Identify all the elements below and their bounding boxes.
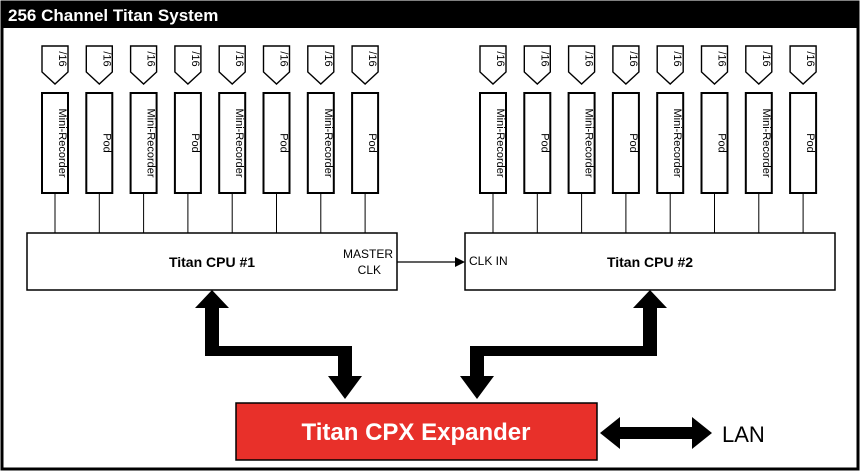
module-label-0-2: Mini-Recorder <box>145 108 157 177</box>
module-box-0-1 <box>85 92 114 194</box>
connector-1-0 <box>479 45 507 85</box>
module-box-1-5 <box>700 92 729 194</box>
connector-1-1 <box>523 45 551 85</box>
connector-0-6 <box>307 45 335 85</box>
connector-label-0-0: /16 <box>56 51 68 66</box>
module-label-0-3: Pod <box>189 133 201 153</box>
bus-arrow-cpu2 <box>460 290 667 399</box>
title-bar <box>2 2 858 28</box>
module-label-1-3: Pod <box>627 133 639 153</box>
module-label-1-6: Mini-Recorder <box>760 108 772 177</box>
connector-label-0-4: /16 <box>233 51 245 66</box>
titan-cpx-expander-box <box>235 402 598 461</box>
connector-label-1-2: /16 <box>583 51 595 66</box>
connector-0-7 <box>351 45 379 85</box>
module-box-1-2 <box>567 92 596 194</box>
connector-1-3 <box>612 45 640 85</box>
connector-label-0-5: /16 <box>278 51 290 66</box>
module-box-0-0 <box>41 92 69 194</box>
lan-label: LAN <box>722 422 765 447</box>
clk-in-label: CLK IN <box>469 254 508 268</box>
master-clk-label: MASTER <box>343 247 393 261</box>
module-box-0-4 <box>218 92 247 194</box>
connector-label-0-6: /16 <box>322 51 334 66</box>
connector-0-0 <box>41 45 69 85</box>
connector-0-1 <box>85 45 113 85</box>
module-label-1-5: Pod <box>716 133 728 153</box>
connector-label-1-6: /16 <box>760 51 772 66</box>
module-box-1-7 <box>789 92 818 194</box>
module-box-0-6 <box>306 92 335 194</box>
connector-1-2 <box>567 45 596 85</box>
module-label-0-5: Pod <box>278 133 290 153</box>
cpu-box-2 <box>464 232 836 291</box>
connector-label-1-1: /16 <box>538 51 550 66</box>
connector-0-2 <box>129 45 158 85</box>
connector-1-4 <box>656 45 684 85</box>
module-label-1-2: Mini-Recorder <box>583 108 595 177</box>
module-box-1-6 <box>744 92 773 194</box>
module-label-0-7: Pod <box>366 133 378 153</box>
cpu-label-2: Titan CPU #2 <box>607 254 693 270</box>
connector-label-0-1: /16 <box>100 51 112 66</box>
clock-arrowhead <box>455 257 465 267</box>
connector-label-1-4: /16 <box>671 51 683 66</box>
connector-label-1-0: /16 <box>494 51 506 66</box>
connector-0-5 <box>262 45 291 85</box>
module-label-1-1: Pod <box>538 133 550 153</box>
diagram-title: 256 Channel Titan System <box>8 6 218 25</box>
connector-label-0-3: /16 <box>189 51 201 66</box>
module-label-0-1: Pod <box>100 133 112 153</box>
bus-arrow-cpu1 <box>195 290 362 399</box>
cpu-label-1: Titan CPU #1 <box>169 254 255 270</box>
module-box-1-4 <box>656 92 685 194</box>
module-box-1-1 <box>523 92 552 194</box>
module-box-0-5 <box>262 92 291 194</box>
connector-1-5 <box>700 45 729 85</box>
module-label-1-0: Mini-Recorder <box>494 108 506 177</box>
module-label-0-6: Mini-Recorder <box>322 108 334 177</box>
connector-label-0-2: /16 <box>145 51 157 66</box>
connector-0-4 <box>218 45 246 85</box>
lan-double-arrow <box>600 417 712 449</box>
master-clk-label-2: CLK <box>358 263 381 277</box>
connector-1-7 <box>789 45 817 85</box>
connector-label-0-7: /16 <box>366 51 378 66</box>
module-label-0-0: Mini-Recorder <box>56 108 68 177</box>
connector-label-1-7: /16 <box>804 51 816 66</box>
module-label-1-7: Pod <box>804 133 816 153</box>
module-label-1-4: Mini-Recorder <box>671 108 683 177</box>
connector-label-1-5: /16 <box>716 51 728 66</box>
connector-1-6 <box>745 45 773 85</box>
expander-label: Titan CPX Expander <box>302 419 531 446</box>
cpu-box-1 <box>26 232 398 291</box>
module-box-0-3 <box>173 92 202 194</box>
module-box-1-0 <box>479 92 507 194</box>
module-label-0-4: Mini-Recorder <box>233 108 245 177</box>
connector-0-3 <box>174 45 202 85</box>
connector-label-1-3: /16 <box>627 51 639 66</box>
